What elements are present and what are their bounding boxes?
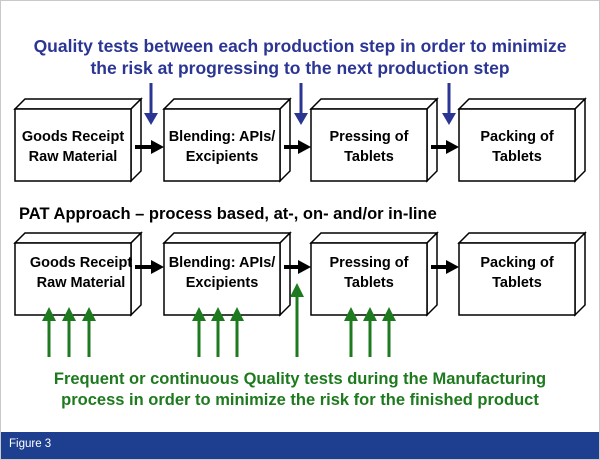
green-arrow-group-2 [192, 307, 244, 357]
pat-step-box-4: Packing of Tablets [457, 231, 587, 317]
pat-step-4-line-2: Tablets [492, 275, 542, 291]
green-up-arrow [82, 307, 96, 357]
pat-step-box-1: Goods Receipt Raw Material [13, 231, 143, 317]
top-heading-line-2: the risk at progressing to the next prod… [90, 58, 509, 78]
bottom-text-line-2: process in order to minimize the risk fo… [61, 391, 539, 409]
top-step-1-line-2: Raw Material [29, 149, 118, 165]
green-up-arrow [230, 307, 244, 357]
pat-step-1-line-2: Raw Material [37, 275, 126, 291]
green-up-arrow [192, 307, 206, 357]
pat-connector-arrow-2 [284, 260, 311, 274]
pat-connector-arrow-3 [431, 260, 459, 274]
blue-quality-test-arrow-1 [144, 83, 158, 125]
pat-step-2-line-2: Excipients [186, 275, 259, 291]
green-up-arrow [344, 307, 358, 357]
top-step-1-line-1: Goods Receipt [22, 129, 124, 145]
top-connector-arrow-1 [135, 140, 164, 154]
green-arrow-group-3 [344, 307, 396, 357]
top-step-4-line-1: Packing of [480, 129, 553, 145]
green-up-arrow [382, 307, 396, 357]
top-step-4-line-2: Tablets [492, 149, 542, 165]
bottom-text-line-1: Frequent or continuous Quality tests dur… [54, 370, 546, 388]
top-step-box-3: Pressing of Tablets [309, 97, 439, 183]
green-up-arrow [363, 307, 377, 357]
top-step-box-2: Blending: APIs/ Excipients [162, 97, 292, 183]
pat-step-2-line-1: Blending: APIs/ [169, 255, 276, 271]
top-step-box-4: Packing of Tablets [457, 97, 587, 183]
pat-step-box-3: Pressing of Tablets [309, 231, 439, 317]
green-up-arrow [42, 307, 56, 357]
blue-quality-test-arrow-2 [294, 83, 308, 125]
figure-caption: Figure 3 [9, 438, 52, 450]
top-step-2-line-2: Excipients [186, 149, 259, 165]
pat-step-box-2: Blending: APIs/ Excipients [162, 231, 292, 317]
green-up-arrow [62, 307, 76, 357]
caption-bar: Figure 3 [1, 432, 599, 459]
top-step-3-line-1: Pressing of [330, 129, 409, 145]
process-diagram: Quality tests between each production st… [13, 36, 587, 409]
top-connector-arrow-3 [431, 140, 459, 154]
pat-step-4-line-1: Packing of [480, 255, 553, 271]
top-step-2-line-1: Blending: APIs/ [169, 129, 276, 145]
pat-approach-heading: PAT Approach – process based, at-, on- a… [19, 205, 437, 223]
green-arrow-single [290, 283, 304, 357]
pat-step-1-line-1: Goods Receipt [30, 255, 132, 271]
top-heading-line-1: Quality tests between each production st… [34, 36, 567, 56]
green-up-arrow [211, 307, 225, 357]
blue-quality-test-arrow-3 [442, 83, 456, 125]
pat-connector-arrow-1 [135, 260, 164, 274]
green-up-arrow [290, 283, 304, 357]
top-connector-arrow-2 [284, 140, 311, 154]
pat-step-3-line-1: Pressing of [330, 255, 409, 271]
green-arrow-group-1 [42, 307, 96, 357]
top-step-3-line-2: Tablets [344, 149, 394, 165]
pat-step-3-line-2: Tablets [344, 275, 394, 291]
top-step-box-1: Goods Receipt Raw Material [13, 97, 143, 183]
